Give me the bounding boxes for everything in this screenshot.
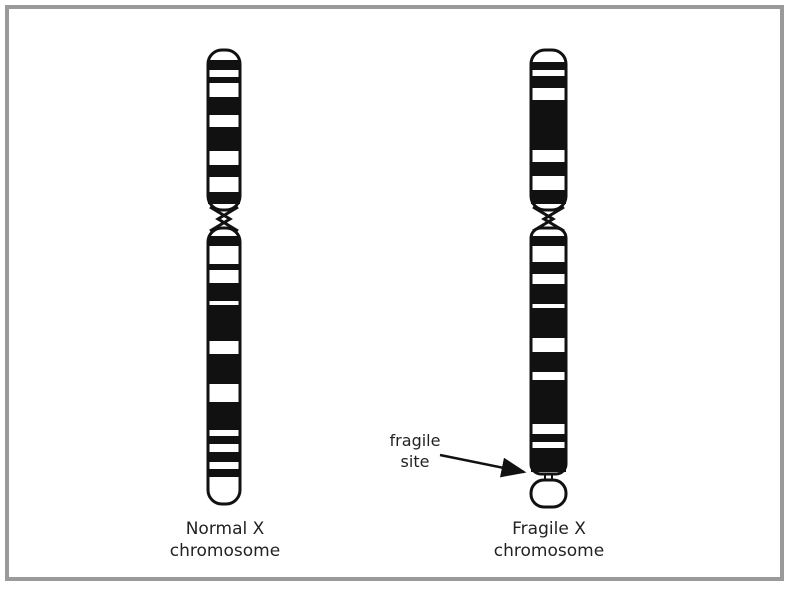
figure-frame bbox=[5, 5, 784, 581]
fragile-p-bands bbox=[531, 62, 566, 204]
normal-caption-line1: Normal X bbox=[185, 519, 265, 539]
fragile-caption: Fragile X chromosome bbox=[459, 518, 639, 562]
fragile-site-label-line1: fragile bbox=[389, 431, 441, 450]
fragile-x-chromosome bbox=[529, 48, 568, 509]
fragile-q-bands bbox=[531, 236, 566, 472]
normal-caption-line2: chromosome bbox=[169, 541, 281, 561]
normal-p-bands bbox=[208, 60, 240, 204]
fragile-caption-line2: chromosome bbox=[493, 541, 605, 561]
normal-x-chromosome bbox=[206, 48, 242, 506]
fragile-tip bbox=[529, 478, 568, 509]
normal-q-bands bbox=[208, 236, 240, 477]
fragile-caption-line1: Fragile X bbox=[512, 519, 586, 539]
normal-caption: Normal X chromosome bbox=[135, 518, 315, 562]
fragile-site-label: fragile site bbox=[380, 430, 450, 472]
fragile-site-label-line2: site bbox=[400, 452, 430, 471]
fragile-site-arrow bbox=[439, 453, 527, 478]
normal-centromere bbox=[209, 205, 239, 233]
